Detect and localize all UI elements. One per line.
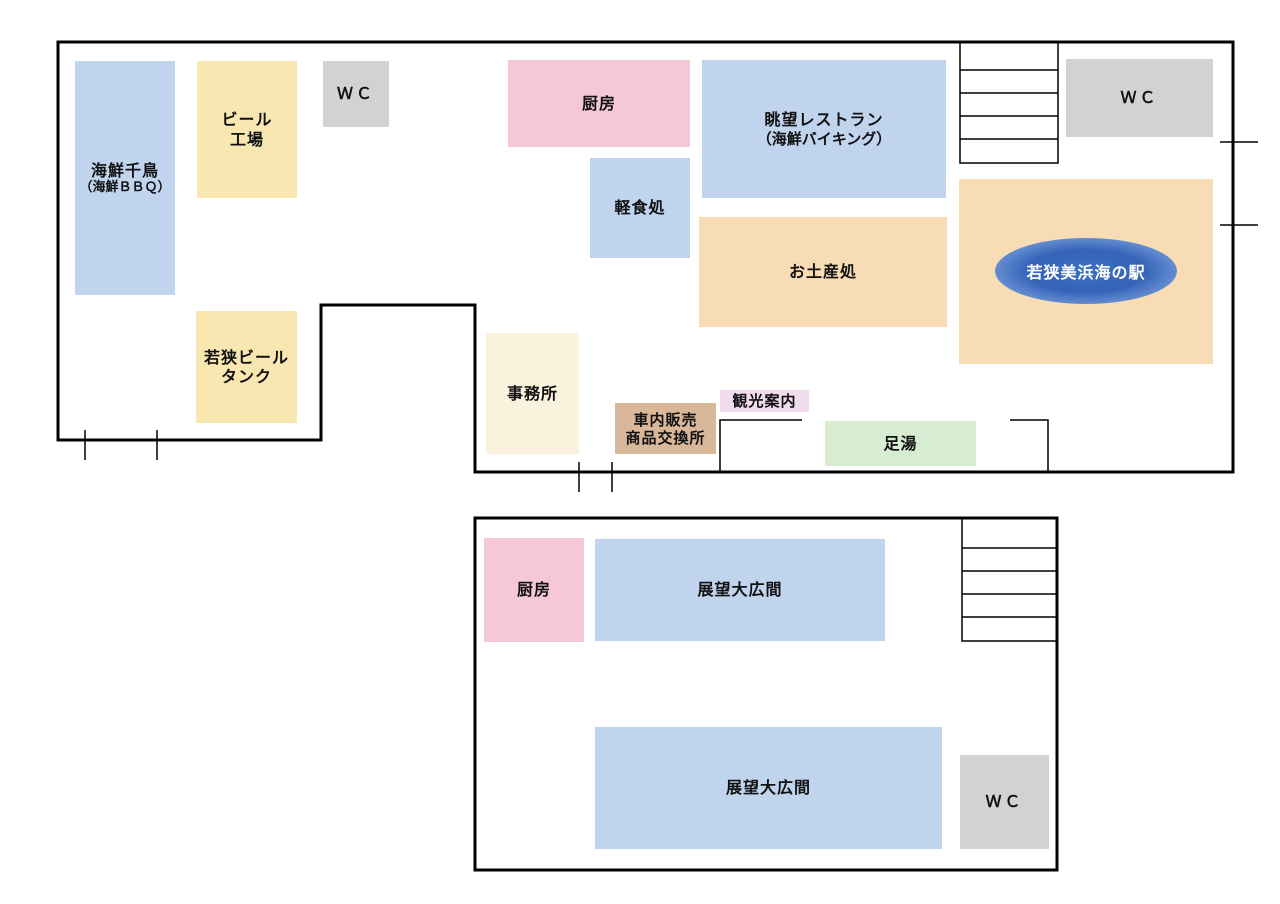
goods-exchange-line1: 車内販売 (633, 410, 698, 429)
restaurant-sub: （海鮮バイキング） (756, 129, 892, 148)
station-highlight-label: 若狭美浜海の駅 (995, 238, 1177, 304)
wc-small-label: ＷＣ (336, 84, 375, 104)
goods-exchange-line2: 商品交換所 (625, 428, 706, 447)
observation-hall-top-label: 展望大広間 (697, 580, 783, 600)
seafood-bbq-name: 海鮮千鳥 (90, 160, 159, 180)
station-label: 若狭美浜海の駅 (1026, 263, 1146, 282)
restaurant-room: 眺望レストラン （海鮮バイキング） (702, 60, 946, 198)
goods-exchange-room: 車内販売 商品交換所 (615, 403, 716, 454)
office-room: 事務所 (486, 333, 579, 454)
seafood-bbq-sub: （海鮮ＢＢＱ） (79, 179, 171, 195)
tourist-info-badge: 観光案内 (720, 390, 809, 412)
kitchen-room-floor2: 厨房 (484, 538, 584, 642)
kitchen-room-floor1: 厨房 (508, 60, 690, 147)
seafood-bbq-room: 海鮮千鳥 （海鮮ＢＢＱ） (75, 61, 175, 295)
restaurant-name: 眺望レストラン (764, 110, 884, 130)
beer-tank-line1: 若狭ビール (203, 347, 289, 367)
snack-label: 軽食処 (614, 198, 666, 218)
observation-hall-bottom-label: 展望大広間 (725, 778, 811, 798)
souvenir-label: お土産処 (788, 262, 857, 282)
tourist-info-label: 観光案内 (732, 392, 797, 410)
beer-factory-room: ビール 工場 (197, 61, 297, 198)
observation-hall-bottom: 展望大広間 (595, 727, 942, 849)
beer-tank-room: 若狭ビール タンク (196, 311, 297, 423)
wc-small-room: ＷＣ (323, 61, 389, 127)
snack-room: 軽食処 (590, 158, 690, 258)
wc-room-floor2: ＷＣ (960, 755, 1049, 849)
beer-factory-line1: ビール (221, 110, 273, 130)
wc-large-label: ＷＣ (1120, 88, 1159, 108)
wc-large-room: ＷＣ (1066, 59, 1213, 137)
office-label: 事務所 (506, 383, 558, 403)
observation-hall-top: 展望大広間 (595, 539, 885, 641)
footbath-label: 足湯 (883, 433, 918, 453)
footbath-room: 足湯 (825, 421, 976, 466)
beer-tank-line2: タンク (220, 367, 272, 386)
wc-label-floor2: ＷＣ (985, 792, 1024, 812)
beer-factory-line2: 工場 (229, 129, 264, 149)
kitchen-label-floor1: 厨房 (581, 93, 616, 113)
kitchen-label-floor2: 厨房 (516, 580, 551, 600)
souvenir-room: お土産処 (699, 217, 947, 327)
